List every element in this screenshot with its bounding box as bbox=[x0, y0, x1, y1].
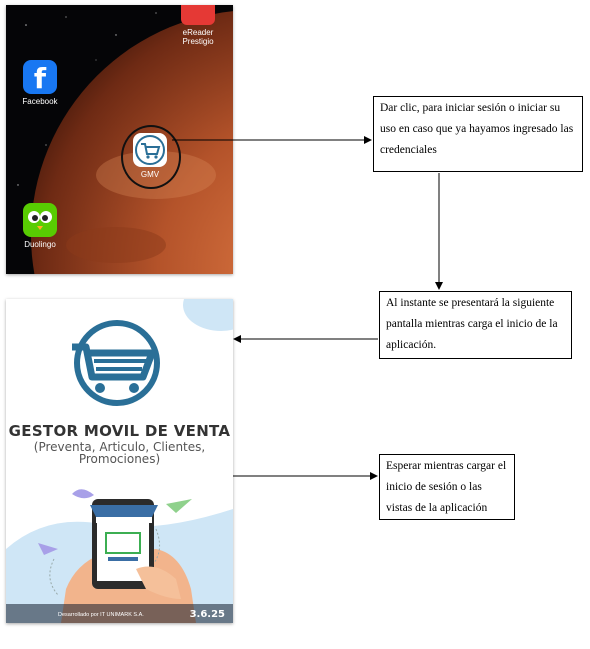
app-label: eReader Prestigio bbox=[182, 28, 214, 46]
developer-credit: Desarrollado por IT UNIMARK S.A. bbox=[58, 612, 144, 618]
app-subtitle: (Preventa, Articulo, Clientes, Promocion… bbox=[33, 440, 206, 466]
cart-logo-icon bbox=[72, 320, 160, 406]
version-label: 3.6.25 bbox=[189, 609, 225, 620]
cart-icon bbox=[133, 133, 167, 167]
duolingo-icon bbox=[23, 203, 57, 237]
annotation-box-login: Dar clic, para iniciar sesión o iniciar … bbox=[373, 96, 583, 172]
annotation-box-wait: Esperar mientras cargar el inicio de ses… bbox=[379, 454, 515, 520]
ereader-icon bbox=[181, 5, 215, 25]
gmv-highlight-circle bbox=[121, 125, 181, 189]
splash-footer bbox=[6, 604, 233, 623]
app-ereader[interactable]: eReader Prestigio bbox=[178, 5, 218, 46]
app-title: GESTOR MOVIL DE VENTA bbox=[8, 422, 231, 440]
app-label: GMV bbox=[140, 170, 160, 179]
app-label: Facebook bbox=[22, 97, 58, 106]
app-facebook[interactable]: f Facebook bbox=[18, 60, 62, 106]
app-gmv[interactable]: GMV bbox=[128, 133, 172, 179]
app-duolingo[interactable]: Duolingo bbox=[18, 203, 62, 249]
app-label: Duolingo bbox=[24, 240, 56, 249]
annotation-box-loading: Al instante se presentará la siguiente p… bbox=[379, 291, 572, 359]
facebook-icon: f bbox=[23, 60, 57, 94]
splash-screen: GESTOR MOVIL DE VENTA (Preventa, Articul… bbox=[6, 299, 233, 623]
